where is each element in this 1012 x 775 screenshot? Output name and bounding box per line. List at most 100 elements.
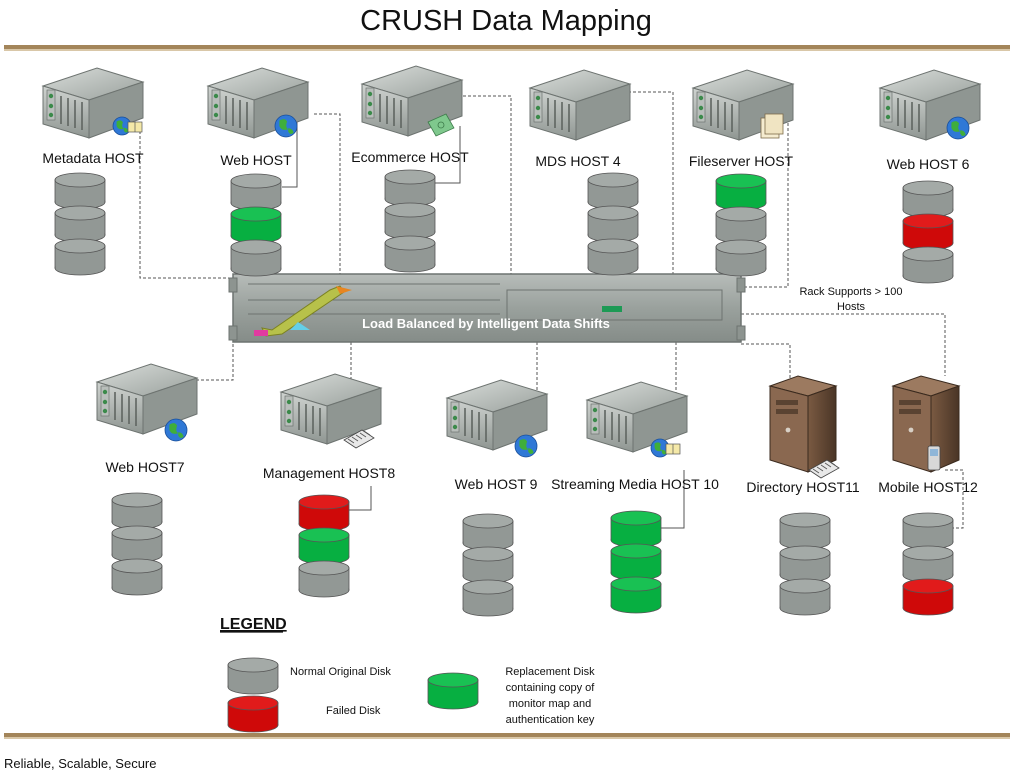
globe-and-folder-icon — [112, 116, 143, 136]
disk-normal — [587, 205, 639, 243]
legend: LEGEND Normal Original Disk Failed Disk … — [220, 616, 596, 733]
disk-replacement — [298, 527, 350, 565]
legend-replacement-line-2: containing copy of — [506, 682, 596, 694]
host-label: Web HOST 9 — [455, 476, 538, 492]
connector-line — [628, 91, 674, 274]
disk-normal — [779, 545, 831, 583]
disk-normal — [384, 202, 436, 240]
globe-and-folder-icon — [650, 438, 681, 458]
keyboard-icon — [808, 459, 840, 479]
disk-tether-line — [282, 118, 298, 188]
load-balancer-rack: Load Balanced by Intelligent Data Shifts — [228, 273, 746, 343]
connector-line — [741, 313, 946, 376]
disk-stack — [610, 510, 662, 614]
disk-stack — [587, 172, 639, 276]
host-3: Ecommerce HOST — [351, 65, 469, 273]
host-12: Mobile HOST12 — [878, 375, 978, 616]
disk-stack — [298, 494, 350, 598]
connector-line — [741, 103, 789, 288]
connector-line — [945, 469, 964, 529]
keyboard-icon — [343, 429, 375, 449]
host-1: Metadata HOST — [41, 67, 145, 276]
disk-stack — [715, 173, 767, 277]
bottom-divider — [4, 733, 1010, 739]
host-7: Web HOST7 — [95, 363, 199, 596]
connector-lines — [139, 91, 964, 529]
host-4: MDS HOST 4 — [528, 69, 639, 276]
disk-stack — [230, 173, 282, 277]
rack-server-icon — [279, 373, 383, 445]
folder-icon — [760, 113, 784, 139]
disk-failed — [902, 213, 954, 251]
rack-note-line-1: Rack Supports > 100 — [799, 286, 902, 298]
disk-normal — [230, 173, 282, 211]
rack-note-line-2: Hosts — [837, 301, 866, 313]
connector-line — [458, 95, 512, 274]
rack-server-icon — [691, 69, 795, 141]
disk-normal — [902, 180, 954, 218]
disk-normal — [54, 238, 106, 276]
legend-failed-disk — [227, 695, 279, 733]
disk-normal — [902, 246, 954, 284]
disk-normal — [384, 235, 436, 273]
rack-server-icon — [445, 379, 549, 451]
legend-replacement-line-4: authentication key — [506, 714, 595, 726]
disk-tether-line — [349, 486, 372, 511]
disk-stack — [902, 512, 954, 616]
host-9: Web HOST 9 — [445, 379, 549, 617]
host-label: Metadata HOST — [42, 150, 144, 166]
disk-normal — [54, 172, 106, 210]
host-label: Fileserver HOST — [689, 153, 794, 169]
money-icon — [427, 113, 455, 137]
disk-stack — [779, 512, 831, 616]
disk-normal — [587, 238, 639, 276]
disk-normal — [902, 512, 954, 550]
connector-line — [139, 126, 233, 279]
host-6: Web HOST 6 — [878, 69, 982, 284]
rack-server-icon — [360, 65, 464, 137]
disk-tether-line — [661, 470, 685, 529]
globe-icon — [514, 434, 538, 458]
disk-stack — [111, 492, 163, 596]
globe-icon — [164, 418, 188, 442]
disk-normal — [298, 560, 350, 598]
disk-tether-line — [435, 126, 461, 184]
host-10: Streaming Media HOST 10 — [551, 381, 719, 614]
disk-replacement — [610, 576, 662, 614]
host-label: Web HOST — [220, 152, 292, 168]
disk-normal — [462, 513, 514, 551]
disk-normal — [779, 578, 831, 616]
legend-replacement-line-3: monitor map and — [509, 698, 592, 710]
connector-line — [314, 113, 341, 276]
host-8: Management HOST8 — [263, 373, 395, 598]
disk-normal — [111, 492, 163, 530]
host-label: Management HOST8 — [263, 465, 395, 481]
rack-server-icon — [206, 67, 310, 139]
host-label: Web HOST 6 — [887, 156, 970, 172]
legend-normal-disk — [227, 657, 279, 695]
disk-failed — [902, 578, 954, 616]
connector-line — [741, 343, 791, 386]
rack-server-icon — [585, 381, 689, 453]
rack-server-icon — [95, 363, 199, 435]
rack-server-icon — [528, 69, 632, 141]
host-label: Ecommerce HOST — [351, 149, 469, 165]
disk-normal — [230, 239, 282, 277]
legend-failed-label: Failed Disk — [326, 705, 381, 717]
host-label: Web HOST7 — [105, 459, 184, 475]
globe-icon — [946, 116, 970, 140]
disk-stack — [462, 513, 514, 617]
legend-normal-label: Normal Original Disk — [290, 666, 391, 678]
disk-stack — [384, 169, 436, 273]
rack-server-icon — [878, 69, 982, 141]
disk-normal — [902, 545, 954, 583]
disk-normal — [715, 239, 767, 277]
disk-normal — [54, 205, 106, 243]
disk-replacement — [715, 173, 767, 211]
footer-tagline: Reliable, Scalable, Secure — [4, 756, 157, 771]
disk-replacement — [610, 543, 662, 581]
disk-normal — [462, 546, 514, 584]
disk-normal — [715, 206, 767, 244]
host-11: Directory HOST11 — [746, 375, 860, 616]
host-label: Streaming Media HOST 10 — [551, 476, 719, 492]
